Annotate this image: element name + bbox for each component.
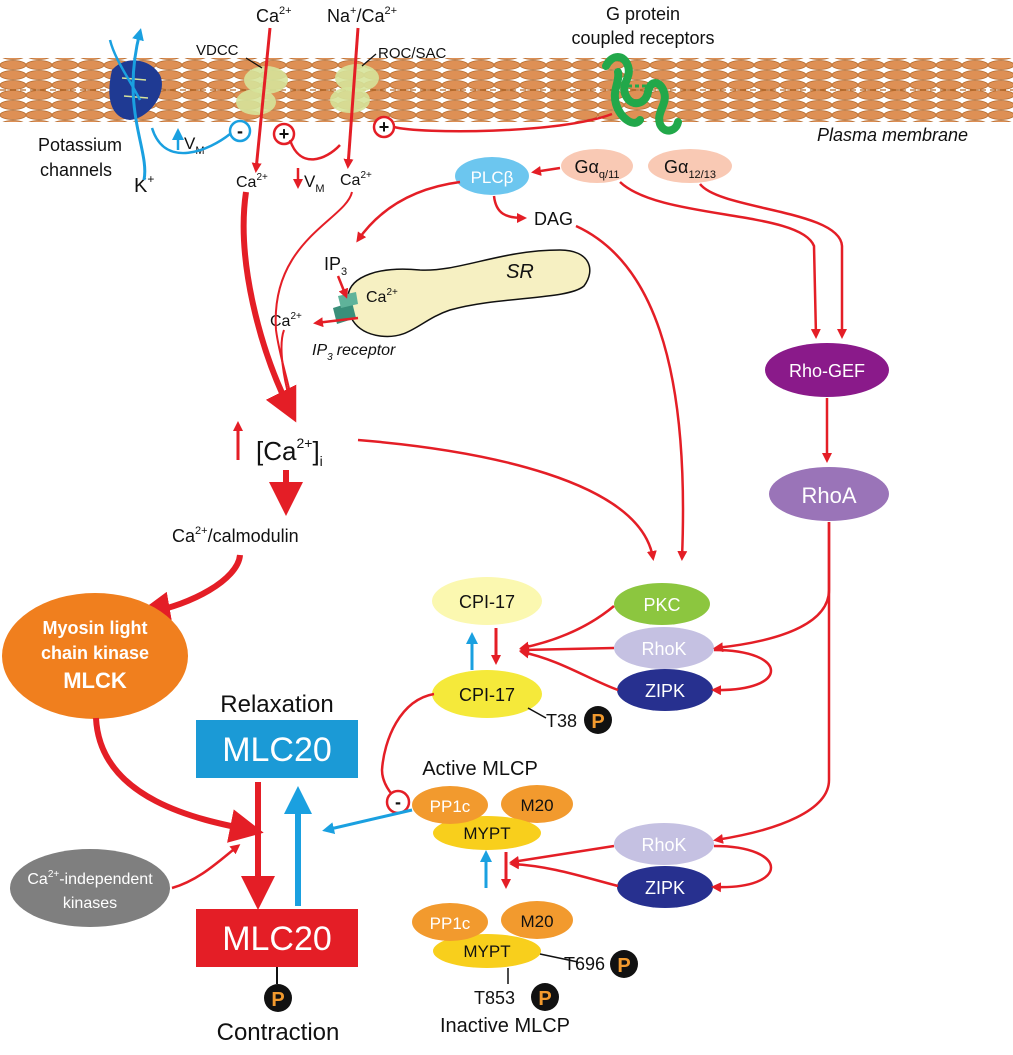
svg-text:P: P [271,989,284,1011]
svg-text:PKC: PKC [643,595,680,615]
mlck-node: Myosin light chain kinase MLCK [2,593,188,719]
svg-text:Gα12/13: Gα12/13 [664,157,716,181]
sarcoplasmic-reticulum: SR [346,249,591,338]
t38-label: T38 [546,711,577,731]
svg-text:MYPT: MYPT [463,942,510,961]
plasma-membrane-label: Plasma membrane [817,125,968,145]
plus-sign-roc: + [372,115,396,139]
cpi17-phosphorylated-node: CPI-17 [432,670,542,718]
svg-text:PP1c: PP1c [430,914,471,933]
rhoa-node: RhoA [769,467,889,521]
svg-text:chain kinase: chain kinase [41,643,149,663]
ca-intracellular-left: Ca2+ [236,172,268,191]
ga1213-node: Gα12/13 [648,149,732,183]
minus-sign-mlcp: - [385,789,411,815]
svg-text:P: P [617,955,630,977]
rhok-top-node: RhoK [614,627,714,669]
svg-text:PP1c: PP1c [430,797,471,816]
svg-text:M20: M20 [520,912,553,931]
calmodulin-label: Ca2+/calmodulin [172,525,299,546]
potassium-channels-line2: channels [40,160,112,180]
dag-label: DAG [534,209,573,229]
plus-sign-vdcc: + [272,122,296,146]
svg-text:RhoK: RhoK [641,835,686,855]
relaxation-label: Relaxation [220,691,333,718]
mlc20-relaxed-box: MLC20 [196,720,358,778]
svg-text:-: - [237,121,243,141]
svg-text:CPI-17: CPI-17 [459,685,515,705]
k-ion-label: K+ [134,172,154,197]
zipk-bottom-node: ZIPK [617,866,713,908]
plcb-node: PLCβ [455,157,529,195]
mlc20-phosphorylated-box: MLC20 [196,909,358,967]
svg-text:Rho-GEF: Rho-GEF [789,361,865,381]
svg-text:RhoK: RhoK [641,639,686,659]
svg-text:ZIPK: ZIPK [645,681,685,701]
svg-text:MLC20: MLC20 [222,920,332,958]
svg-text:P: P [538,988,551,1010]
ca-extracellular-label: Ca2+ [256,5,292,26]
t853-phospho-badge: P [531,983,559,1011]
rhogef-node: Rho-GEF [765,343,889,397]
zipk-top-node: ZIPK [617,669,713,711]
ip3-label: IP3 [324,254,347,278]
contraction-label: Contraction [217,1019,340,1046]
vm-down-label: VM [304,172,325,195]
minus-sign-vm: - [228,119,252,143]
active-mlcp-complex: M20 MYPT PP1c [412,785,573,850]
pkc-node: PKC [614,583,710,625]
plasma-membrane [0,58,1013,122]
mlc20-phospho-badge: P [264,984,292,1012]
ca-independent-kinases-node: Ca2+-independent kinases [10,849,170,927]
gpcr-label-line2: coupled receptors [571,28,714,48]
potassium-channels-line1: Potassium [38,135,122,155]
t696-label: T696 [564,954,605,974]
svg-text:-: - [395,792,401,812]
svg-text:kinases: kinases [63,895,117,912]
active-mlcp-label: Active MLCP [422,758,538,780]
svg-text:PLCβ: PLCβ [471,168,514,187]
sr-ca-label: Ca2+ [366,287,398,306]
cpi17-inactive-node: CPI-17 [432,577,542,625]
svg-text:SR: SR [506,261,534,283]
svg-text:MLC20: MLC20 [222,731,332,769]
gpcr-label-line1: G protein [606,4,680,24]
vdcc-label: VDCC [196,42,239,59]
naca-extracellular-label: Na+/Ca2+ [327,5,397,26]
gaq11-node: Gαq/11 [561,149,633,183]
inactive-mlcp-complex: M20 MYPT PP1c [412,901,573,968]
inactive-mlcp-label: Inactive MLCP [440,1015,570,1037]
t38-phospho-badge: P [584,706,612,734]
roc-sac-label: ROC/SAC [378,45,447,62]
svg-text:ZIPK: ZIPK [645,878,685,898]
svg-text:Myosin light: Myosin light [43,618,148,638]
rhok-bottom-node: RhoK [614,823,714,865]
svg-text:M20: M20 [520,796,553,815]
svg-text:Gαq/11: Gαq/11 [574,157,619,181]
gpcr-receptor [602,53,682,135]
ca-intracellular-right: Ca2+ [340,170,372,189]
svg-text:P: P [591,711,604,733]
svg-text:MYPT: MYPT [463,824,510,843]
t853-label: T853 [474,988,515,1008]
k-efflux-arrow [131,28,147,181]
svg-text:CPI-17: CPI-17 [459,592,515,612]
svg-text:RhoA: RhoA [801,483,856,508]
intracellular-ca-label: [Ca2+]i [256,435,323,469]
svg-text:MLCK: MLCK [63,668,127,693]
roc-sac-channel [330,64,379,113]
svg-text:Ca2+-independent: Ca2+-independent [27,869,153,888]
svg-text:+: + [379,117,390,137]
t696-phospho-badge: P [610,950,638,978]
svg-text:+: + [279,124,290,144]
